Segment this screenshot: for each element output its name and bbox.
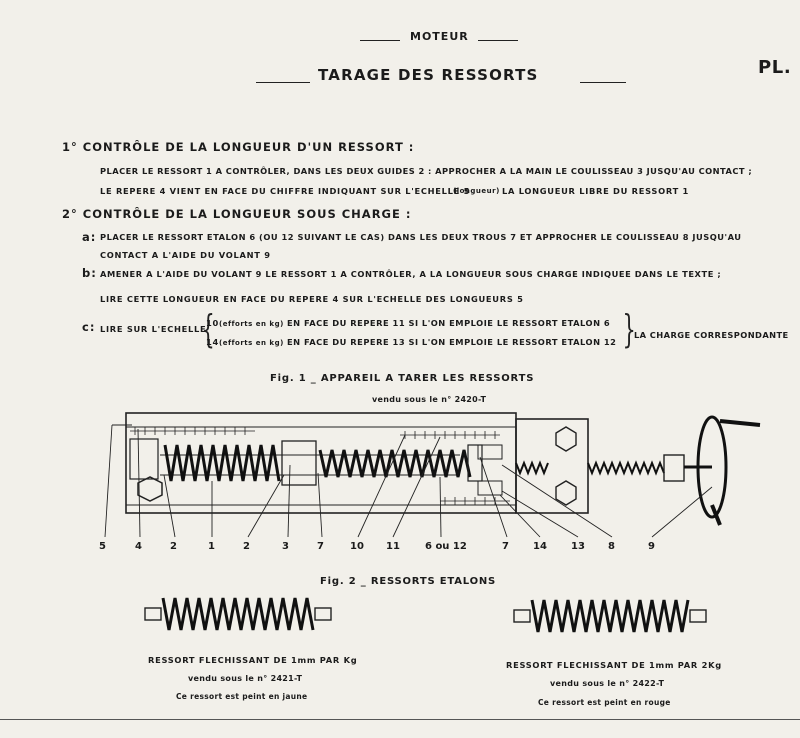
handwheel (684, 415, 761, 526)
section-header: MOTEUR (410, 30, 469, 43)
section2-heading: 2° CONTRÔLE DE LA LONGUEUR SOUS CHARGE : (62, 207, 412, 221)
spring-red (513, 599, 707, 633)
fig2-left-line3: Ce ressort est peint en jaune (176, 692, 308, 701)
page-title: TARAGE DES RESSORTS (318, 66, 539, 84)
callout-4: 4 (135, 541, 142, 552)
right-brace: } (622, 307, 636, 351)
fig1-sub: vendu sous le n° 2420-T (372, 395, 487, 404)
c-row1-text: EN FACE DU REPERE 11 SI L'ON EMPLOIE LE … (287, 318, 611, 328)
c-row1-unit: (efforts en kg) (219, 320, 284, 328)
title-rule-left (256, 82, 310, 83)
section2-c-intro: LIRE SUR L'ECHELLE (100, 324, 207, 334)
callout-9: 9 (648, 541, 655, 552)
plate-number: PL. (758, 57, 792, 78)
callout-1: 1 (208, 541, 215, 552)
section1-heading: 1° CONTRÔLE DE LA LONGUEUR D'UN RESSORT … (62, 140, 415, 154)
c-row2-text: EN FACE DU REPERE 13 SI L'ON EMPLOIE LE … (287, 337, 617, 347)
section2-b-line1: AMENER A L'AIDE DU VOLANT 9 LE RESSORT 1… (100, 269, 722, 279)
fig1-caption: Fig. 1 _ APPAREIL A TARER LES RESSORTS (270, 373, 535, 384)
section2-a-label: a: (82, 230, 97, 244)
scale-ticks (130, 427, 510, 505)
bottom-rule (0, 719, 800, 720)
callout-11: 11 (386, 541, 400, 552)
left-brace: { (201, 307, 215, 351)
section1-line2a: LE REPERE 4 VIENT EN FACE DU CHIFFRE IND… (100, 186, 471, 196)
callout-7a: 7 (317, 541, 324, 552)
spring-under-test (163, 444, 281, 482)
section2-c-label: c: (82, 320, 96, 334)
reference-spring (318, 449, 472, 478)
header-rule-left (360, 40, 400, 41)
callout-5: 5 (99, 541, 106, 552)
spring-yellow (144, 597, 332, 631)
callout-3: 3 (282, 541, 289, 552)
fig2-right-line3: Ce ressort est peint en rouge (538, 698, 671, 707)
c-row2-unit: (efforts en kg) (219, 339, 284, 347)
callout-6-ou-12: 6 ou 12 (425, 541, 467, 552)
header-rule-right (478, 40, 518, 41)
section2-b-line2: LIRE CETTE LONGUEUR EN FACE DU REPERE 4 … (100, 294, 524, 304)
title-rule-right (580, 82, 626, 83)
callout-2b: 2 (243, 541, 250, 552)
c-row1-num: 10 (206, 318, 219, 328)
callout-7b: 7 (502, 541, 509, 552)
c-row2-num: 14 (206, 337, 219, 347)
reference-springs-drawing (144, 597, 707, 633)
fig2-caption: Fig. 2 _ RESSORTS ETALONS (320, 576, 497, 587)
section2-b-label: b: (82, 266, 97, 280)
section1-line1: PLACER LE RESSORT 1 A CONTRÔLER, DANS LE… (100, 166, 753, 176)
callout-8: 8 (608, 541, 615, 552)
c-result: LA CHARGE CORRESPONDANTE (634, 330, 789, 340)
section1-line2c: LA LONGUEUR LIBRE DU RESSORT 1 (502, 186, 689, 196)
section1-line2b: (longueur) (453, 187, 500, 195)
section2-a-line1: PLACER LE RESSORT ETALON 6 (OU 12 SUIVAN… (100, 232, 742, 242)
fig2-left-line1: RESSORT FLECHISSANT DE 1mm PAR Kg (148, 655, 358, 665)
callout-13: 13 (571, 541, 585, 552)
callout-2a: 2 (170, 541, 177, 552)
spring-tester-drawing (104, 412, 761, 538)
section2-a-line2: CONTACT A L'AIDE DU VOLANT 9 (100, 250, 271, 260)
callout-14: 14 (533, 541, 547, 552)
callout-10: 10 (350, 541, 364, 552)
fig2-right-line2: vendu sous le n° 2422-T (550, 679, 665, 688)
leader-lines (104, 424, 713, 538)
fig2-right-line1: RESSORT FLECHISSANT DE 1mm PAR 2Kg (506, 660, 722, 670)
fig2-left-line2: vendu sous le n° 2421-T (188, 674, 303, 683)
